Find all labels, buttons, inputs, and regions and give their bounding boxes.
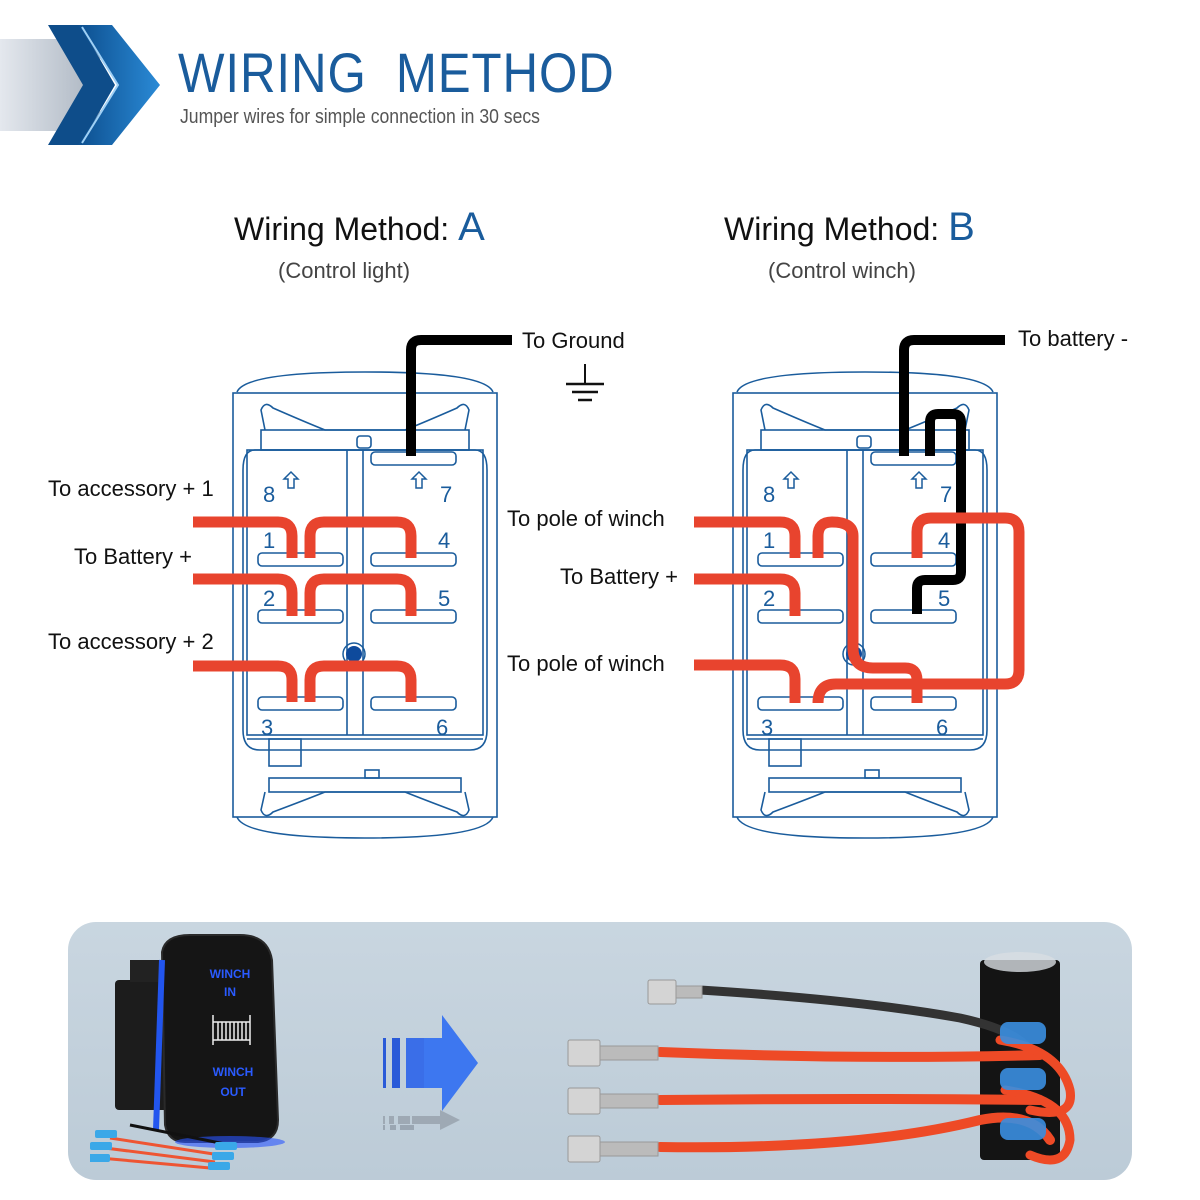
wire-b-winch-pole-2 — [694, 659, 801, 703]
switch-top-arc — [236, 371, 494, 393]
page-title: WIRING METHOD — [178, 41, 615, 104]
wire-a-accessory-2 — [193, 660, 298, 702]
photo-wire-red-2 — [655, 1094, 1045, 1105]
wire-b-winch-pole-1 — [694, 516, 801, 558]
led-dot — [346, 646, 362, 662]
switch-bottom-arc — [236, 816, 494, 839]
rocker-bottom — [260, 791, 470, 817]
wired-switch-photo — [567, 952, 1075, 1165]
pin-number: 5 — [438, 586, 450, 611]
pin-number: 4 — [438, 528, 450, 553]
pin-number: 1 — [263, 528, 275, 553]
pin-number: 2 — [763, 586, 775, 611]
terminal-slot — [257, 552, 344, 567]
label-to-battery-minus: To battery - — [1018, 326, 1129, 351]
svg-text:IN: IN — [224, 985, 236, 999]
method-b-letter: B — [948, 205, 975, 249]
up-arrow-icon — [410, 470, 428, 489]
switch-body — [242, 449, 488, 751]
pin-number: 3 — [261, 715, 273, 740]
wire-a-jumper-1-4 — [304, 516, 417, 558]
method-b-title: Wiring Method: B — [724, 205, 975, 250]
winch-drum-icon — [212, 1015, 251, 1045]
label-to-pole-of-winch-2: To pole of winch — [507, 651, 665, 676]
pin-number: 5 — [938, 586, 950, 611]
switch-diagram-a: 8 7 1 4 2 5 3 6 — [232, 371, 498, 839]
terminal-slot — [257, 696, 344, 711]
up-arrow-icon — [782, 470, 800, 489]
switch-bottom-arc — [736, 816, 994, 839]
switch-inner-panel — [746, 449, 984, 736]
wire-a-ground — [406, 335, 512, 456]
ground-symbol-icon — [566, 364, 604, 402]
switch-label-winch-in: WINCH — [210, 967, 251, 981]
header-chevron-graphic — [0, 25, 160, 145]
wire-a-jumper-3-6 — [304, 660, 417, 702]
pin-number: 6 — [436, 715, 448, 740]
pin-number: 2 — [263, 586, 275, 611]
switch-diagram-b: 8 7 1 4 2 5 3 6 — [732, 371, 998, 839]
wire-b-battery-plus — [694, 573, 801, 616]
pin-number: 4 — [938, 528, 950, 553]
rocker-top-tab — [856, 435, 872, 449]
pin-number: 7 — [440, 482, 452, 507]
arrow-right-icon — [383, 1015, 478, 1130]
svg-text:OUT: OUT — [220, 1085, 246, 1099]
page-subtitle: Jumper wires for simple connection in 30… — [180, 106, 540, 128]
switch-inner-panel — [246, 449, 484, 736]
method-b-title-prefix: Wiring Method: — [724, 211, 940, 247]
pin-number: 7 — [940, 482, 952, 507]
method-a-subtitle: (Control light) — [278, 258, 411, 283]
up-arrow-icon — [282, 470, 300, 489]
label-to-accessory-2: To accessory + 2 — [48, 629, 214, 654]
label-to-battery-plus-b: To Battery + — [560, 564, 679, 589]
pin-number: 1 — [763, 528, 775, 553]
wires-overlay — [193, 335, 1025, 704]
pin-number: 3 — [761, 715, 773, 740]
rocker-top-tab — [356, 435, 372, 449]
label-to-pole-of-winch-1: To pole of winch — [507, 506, 665, 531]
switch-outer-frame — [732, 392, 998, 818]
rocker-switch-photo: WINCH IN WINCH OUT — [90, 934, 285, 1170]
arrow-reflection-icon — [383, 1110, 460, 1130]
method-a-title-prefix: Wiring Method: — [234, 211, 450, 247]
label-to-ground: To Ground — [522, 328, 625, 353]
wire-b-jumper-3-4 — [812, 512, 1025, 704]
method-a-letter: A — [458, 205, 485, 249]
wire-a-accessory-1 — [193, 516, 298, 558]
up-arrow-icon — [910, 470, 928, 489]
wire-b-battery-minus — [899, 335, 1005, 456]
pin-number: 6 — [936, 715, 948, 740]
switch-outer-frame — [232, 392, 498, 818]
wire-a-jumper-2-5 — [304, 573, 417, 616]
label-to-accessory-1: To accessory + 1 — [48, 476, 214, 501]
terminal-slot — [257, 609, 344, 624]
switch-label-winch-out: WINCH — [213, 1065, 254, 1079]
switch-top-arc — [736, 371, 994, 393]
wire-b-jumper-7-5 — [912, 409, 966, 614]
label-to-battery-plus-a: To Battery + — [74, 544, 193, 569]
wire-a-battery — [193, 573, 298, 616]
pin-number: 8 — [263, 482, 275, 507]
photo-wire-red-1 — [655, 1047, 1045, 1062]
method-b-subtitle: (Control winch) — [768, 258, 916, 283]
pin-number: 8 — [763, 482, 775, 507]
method-a-title: Wiring Method: A — [234, 205, 485, 250]
rocker-bottom — [760, 791, 970, 817]
switch-body — [742, 449, 988, 751]
spade-terminal — [647, 979, 677, 1005]
wire-b-jumper-1-6 — [812, 516, 923, 703]
